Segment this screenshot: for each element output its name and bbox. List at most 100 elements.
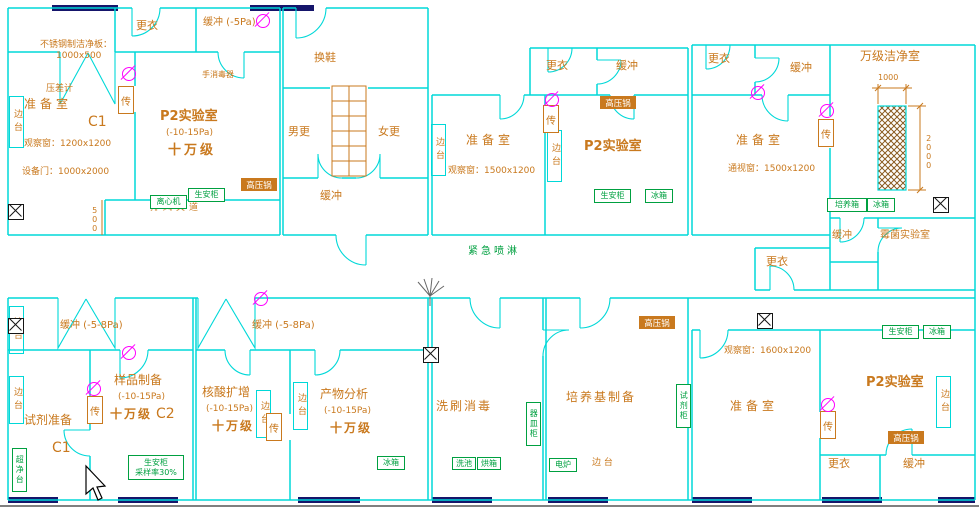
room-label: 更衣 — [708, 52, 730, 65]
pass-window: 传 — [118, 86, 134, 114]
pass-window: 传 — [87, 396, 103, 424]
room-label: 设备门：1000x2000 — [22, 167, 110, 177]
damper-icon — [254, 12, 270, 28]
damper-icon — [543, 91, 559, 107]
equipment-box: 冰箱 — [645, 189, 673, 203]
room-label: 十万级 — [110, 407, 153, 421]
room-label: 样品制备 — [114, 373, 163, 387]
dimension-label: 2000 — [924, 134, 934, 170]
room-label: 观察窗：1200x1200 — [24, 139, 112, 149]
room-label: 缓冲 (-5Pa) — [203, 17, 256, 28]
double-door-leaves — [57, 52, 256, 351]
damper-icon — [120, 344, 136, 360]
room-label: (-10-15Pa) — [118, 392, 165, 402]
dimension-label: 1000 — [878, 73, 899, 82]
side-bench: 边台 — [547, 130, 562, 182]
side-bench: 边台 — [293, 382, 308, 430]
equipment-box: 器皿柜 — [526, 402, 541, 446]
wall-box-icon — [757, 313, 773, 329]
side-bench: 边台 — [431, 124, 446, 176]
equipment-box: 洗池 — [452, 457, 476, 470]
room-label: 更衣 — [136, 19, 158, 32]
autoclave-box: 高压锅 — [241, 178, 277, 191]
damper-icon — [818, 102, 834, 118]
room-label: 准备室 — [730, 399, 779, 413]
autoclave-box: 高压锅 — [888, 431, 924, 444]
equipment-box: 冰箱 — [923, 325, 951, 339]
pass-window: 传 — [266, 413, 282, 441]
room-label: 更衣 — [766, 255, 788, 268]
room-label: 培养基制备 — [566, 390, 637, 404]
equipment-box: 离心机 — [150, 195, 187, 209]
room-label: 缓冲 — [832, 230, 852, 241]
room-label: 手消毒器 — [202, 70, 234, 79]
room-label: 观察窗：1600x1200 — [724, 346, 812, 356]
autoclave-box: 高压锅 — [639, 316, 675, 329]
room-label: 十万级 — [330, 421, 373, 435]
room-label: 观察窗：1500x1200 — [448, 166, 536, 176]
door-arcs — [63, 7, 913, 457]
pass-window: 传 — [820, 411, 836, 439]
room-label: 通视窗：1500x1200 — [728, 164, 816, 174]
equipment-box: 生安柜 — [188, 188, 225, 202]
damper-icon — [85, 380, 101, 396]
room-label: C1 — [88, 114, 107, 130]
room-label: 产物分析 — [320, 387, 369, 401]
room-label: 缓冲 — [320, 189, 342, 202]
room-label: 换鞋 — [314, 51, 336, 64]
side-bench: 边台 — [9, 376, 24, 424]
room-label: 洗刷消毒 — [436, 399, 493, 413]
room-label: 缓冲 (-5-8Pa) — [60, 320, 123, 331]
room-label: 1000x500 — [56, 51, 102, 61]
room-label: 女更 — [378, 125, 400, 138]
side-bench: 边台 — [936, 376, 951, 428]
room-label: 准备室 — [736, 133, 785, 147]
room-label: 十万级 — [168, 143, 217, 158]
room-label: P2实验室 — [866, 375, 924, 390]
dimension-label: 500 — [90, 206, 100, 233]
equipment-box: 试剂柜 — [676, 384, 691, 428]
damper-icon — [749, 84, 765, 100]
pass-window: 传 — [543, 105, 559, 133]
equipment-box: 烘箱 — [477, 457, 501, 470]
room-label: 霉菌实验室 — [880, 230, 930, 241]
room-label: 更衣 — [828, 457, 850, 470]
dimension-lines — [101, 84, 926, 235]
shoe-rack — [331, 85, 367, 177]
equipment-box: 生安柜 — [594, 189, 631, 203]
room-label: P2实验室 — [584, 139, 642, 154]
room-label: C1 — [52, 440, 71, 456]
wall-box-icon — [8, 204, 24, 220]
equipment-box: 生安柜 — [882, 325, 919, 339]
wall-box-icon — [423, 347, 439, 363]
room-label: 准备室 — [466, 133, 515, 147]
room-label: 压差计 — [46, 84, 74, 94]
equipment-box: 培养箱 — [827, 198, 867, 212]
room-label: 更衣 — [546, 59, 568, 72]
room-label: P2实验室 — [160, 109, 218, 124]
room-label: 万级洁净室 — [860, 49, 921, 63]
room-label: 男更 — [288, 125, 310, 138]
room-label: 缓冲 (-5-8Pa) — [252, 320, 315, 331]
wall-box-icon — [8, 318, 24, 334]
damper-icon — [252, 290, 268, 306]
side-bench: 边台 — [9, 96, 24, 148]
room-label: 试剂准备 — [24, 413, 73, 427]
room-label: C2 — [156, 406, 175, 422]
mouse-cursor — [85, 464, 107, 501]
equipment-box: 电炉 — [549, 458, 577, 472]
room-label: 缓冲 — [903, 457, 925, 470]
hepa-filter-hatch — [877, 105, 907, 191]
pass-window: 传 — [818, 119, 834, 147]
damper-icon — [819, 396, 835, 412]
damper-icon — [120, 65, 136, 81]
room-label: 缓冲 — [790, 61, 812, 74]
room-label: 不锈钢制洁净板： — [40, 40, 113, 50]
equipment-box: 超净台 — [12, 448, 27, 492]
autoclave-box: 高压锅 — [600, 96, 636, 109]
equipment-box: 冰箱 — [377, 456, 405, 470]
room-label: (-10-15Pa) — [206, 404, 253, 414]
room-label: (-10-15Pa) — [166, 128, 213, 138]
